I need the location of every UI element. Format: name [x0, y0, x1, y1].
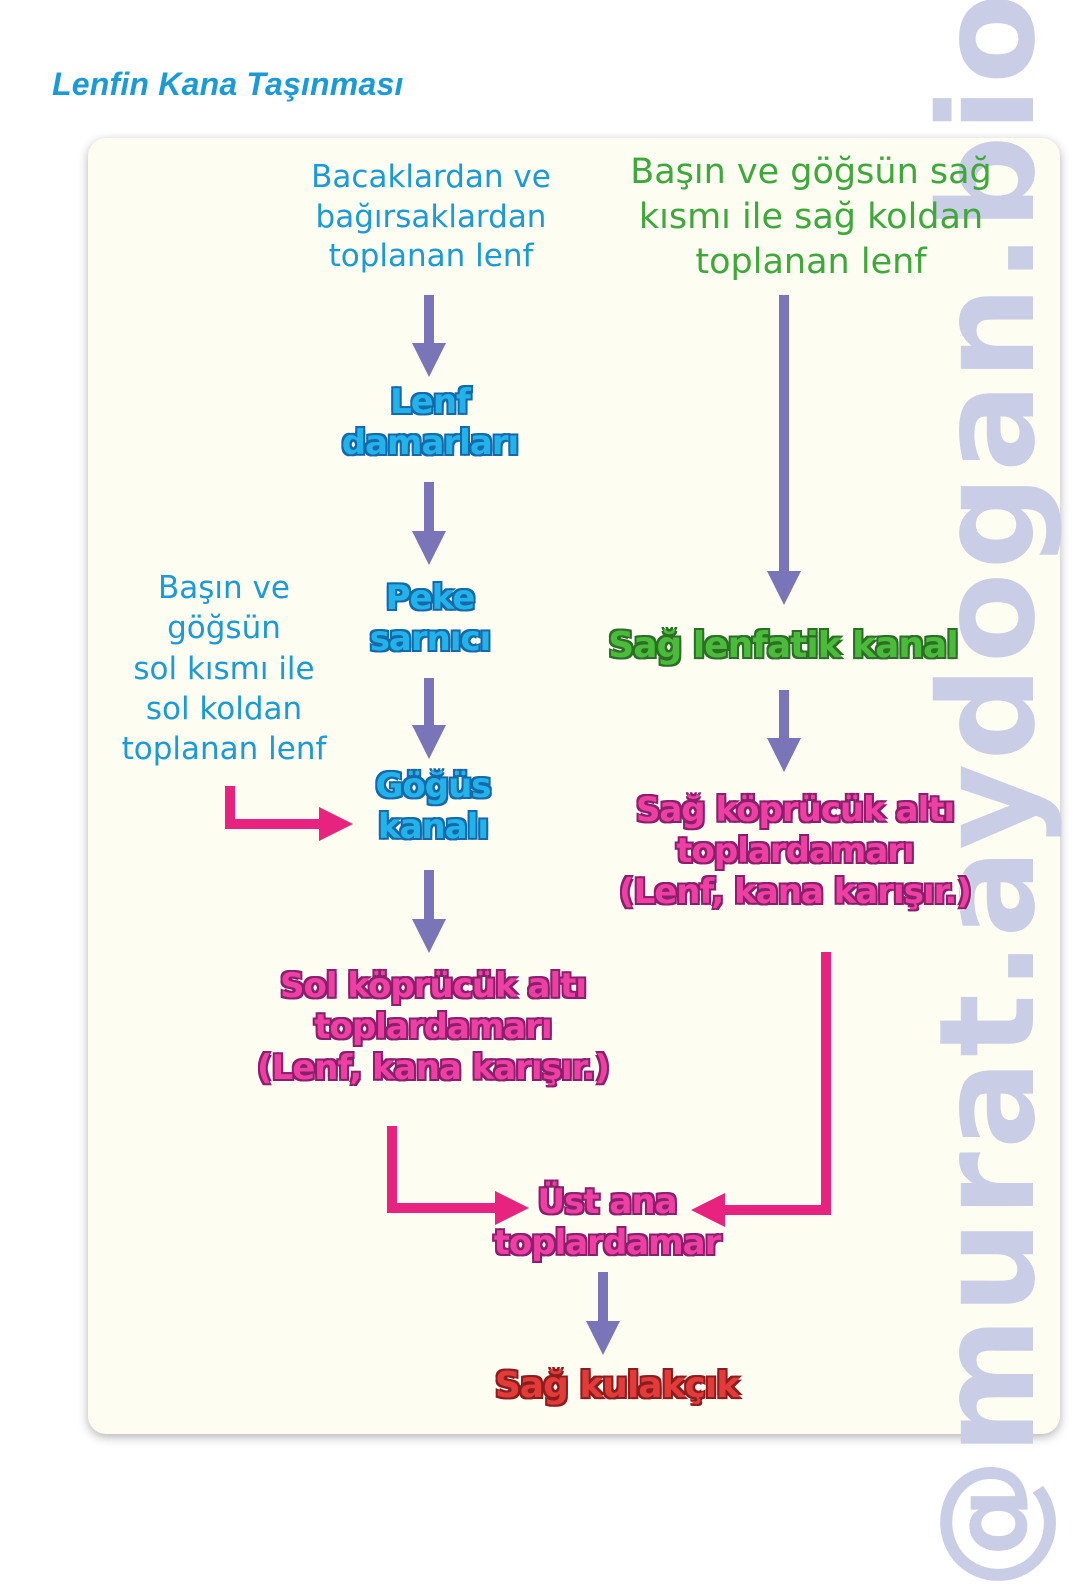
right-subclavian-vein-node: Sağ köprücük altı toplardamarı (Lenf, ka…: [619, 790, 972, 912]
legs-intestines-lymph-label: Bacaklardan ve bağırsaklardan toplanan l…: [311, 159, 551, 275]
thoracic-duct-node: Göğüs kanalı: [375, 766, 491, 847]
left-head-chest-lymph-label: Başın ve göğsün sol kısmı ile sol koldan…: [121, 570, 327, 768]
page-title: Lenfin Kana Taşınması: [52, 66, 404, 102]
peke-cistern-node: Peke sarnıcı: [369, 578, 492, 659]
superior-vena-cava-node: Üst ana toplardamar: [493, 1182, 722, 1263]
arrows-layer: [225, 295, 831, 1356]
arrow-left-subclavian-to-vena-cava: [387, 1126, 530, 1226]
right-lymphatic-duct-node: Sağ lenfatik kanal: [608, 625, 958, 666]
left-subclavian-vein-node: Sol köprücük altı toplardamarı (Lenf, ka…: [257, 966, 610, 1088]
lymph-vessels-node: Lenf damarları: [341, 382, 519, 463]
right-atrium-node: Sağ kulakçık: [494, 1365, 740, 1406]
right-head-chest-lymph-label: Başın ve göğsün sağ kısmı ile sağ koldan…: [630, 152, 992, 282]
arrow-left-lymph-to-duct: [225, 786, 354, 842]
arrow-right-subclavian-to-vena-cava: [690, 952, 831, 1228]
diagram-card: [88, 138, 1060, 1434]
